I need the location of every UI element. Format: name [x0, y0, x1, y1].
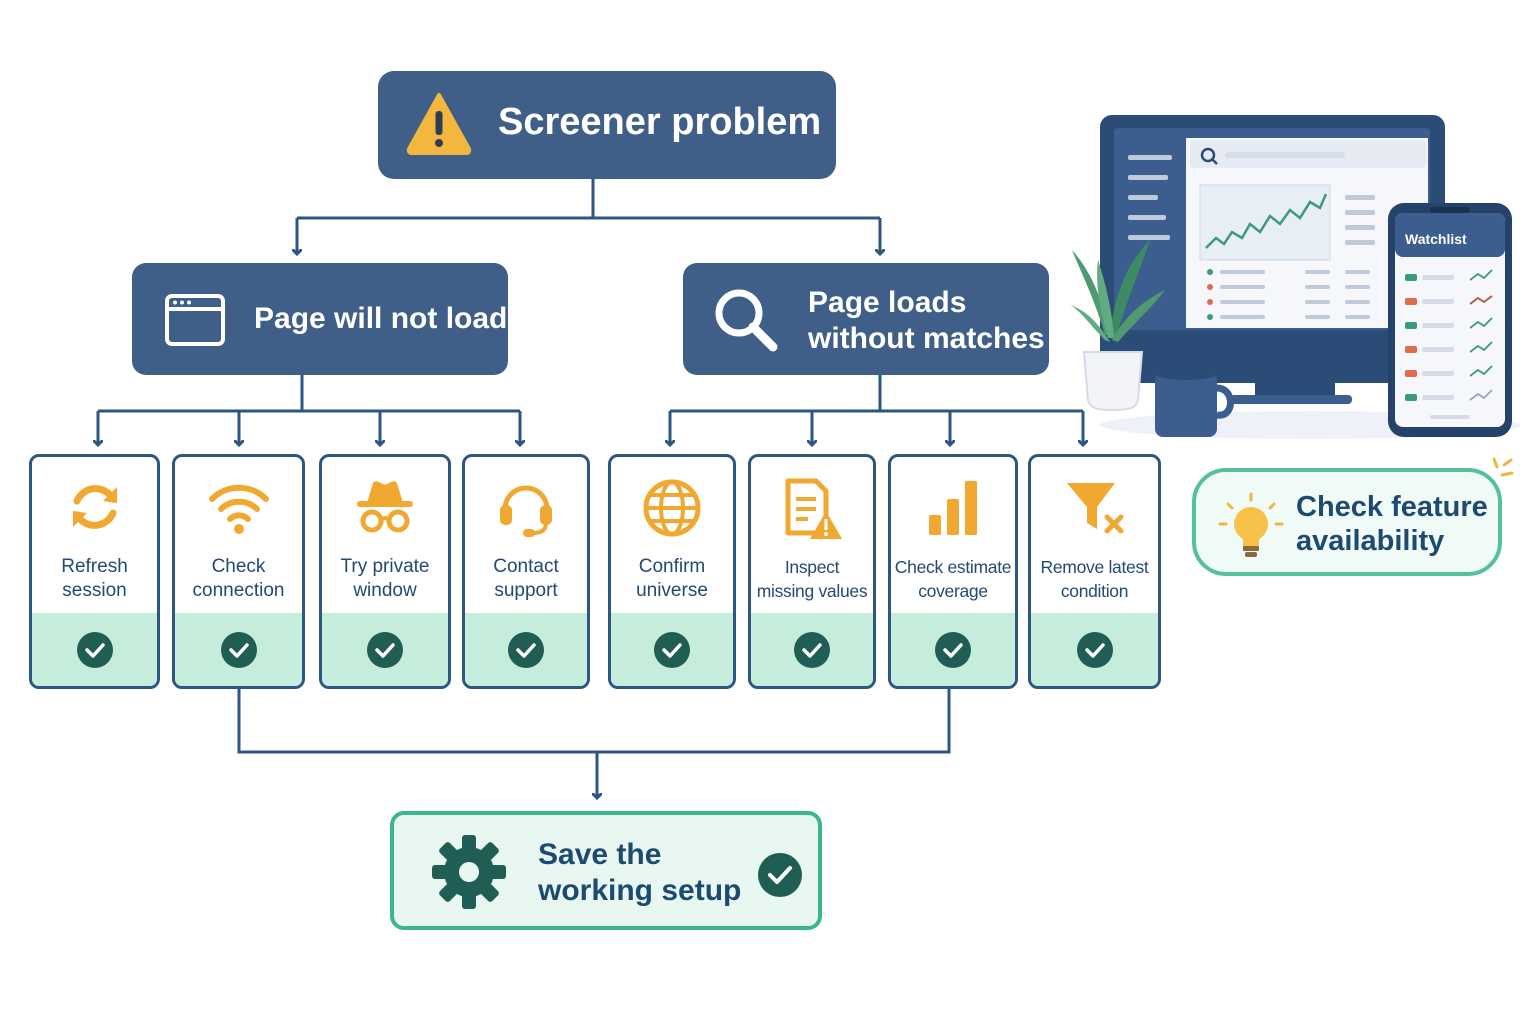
- headset-icon: [500, 485, 552, 537]
- step-card-inspect-missing-values: Inspect missing values: [748, 454, 876, 689]
- step-label: Remove latest condition: [1040, 557, 1149, 601]
- step-label: Contact support: [493, 556, 559, 601]
- dashboard-illustration: [1070, 115, 1520, 439]
- filter-remove-icon: [1066, 483, 1123, 534]
- monitor-icon: [1100, 115, 1445, 404]
- branch-label: Page will not load: [254, 302, 508, 335]
- check-icon: [1076, 632, 1113, 668]
- check-icon: [508, 632, 544, 668]
- step-card-try-private-window: Try private window: [319, 454, 451, 689]
- step-card-refresh-session: Refresh session: [29, 454, 160, 689]
- check-icon: [758, 853, 802, 897]
- phone-icon: [1388, 203, 1512, 437]
- globe-icon: [643, 479, 701, 537]
- result-label: Save the working setup: [538, 838, 742, 907]
- phone-watchlist-title: Watchlist: [1405, 231, 1467, 247]
- connector-root: [297, 179, 880, 220]
- check-icon: [654, 632, 690, 668]
- step-label: Refresh session: [61, 556, 128, 601]
- step-card-confirm-universe: Confirm universe: [608, 454, 736, 689]
- connector-merge: [237, 689, 951, 795]
- browser-window-icon: [164, 293, 226, 352]
- check-icon: [76, 632, 113, 668]
- root-problem: Screener problem: [378, 71, 836, 179]
- step-label: Inspect missing values: [756, 557, 868, 601]
- check-icon: [367, 632, 403, 668]
- check-icon: [220, 632, 257, 668]
- branch-page-loads-without-matches: Page loads without matches: [683, 263, 1049, 375]
- wifi-icon: [208, 484, 269, 534]
- side-note-check-feature-availability: Check feature availability: [1192, 468, 1502, 576]
- connector-left: [98, 375, 520, 413]
- check-icon: [794, 632, 830, 668]
- step-card-remove-latest-condition: Remove latest condition: [1028, 454, 1161, 689]
- connector-right: [670, 375, 1083, 413]
- sparkle-icon: [1492, 457, 1514, 477]
- gear-icon: [430, 833, 508, 916]
- bar-chart-icon: [929, 481, 977, 535]
- branch-label: Page loads without matches: [808, 286, 1045, 355]
- step-label: Confirm universe: [636, 556, 708, 601]
- document-warning-icon: [785, 478, 842, 539]
- step-card-check-connection: Check connection: [172, 454, 305, 689]
- root-label: Screener problem: [498, 101, 822, 143]
- magnifier-icon: [713, 287, 779, 358]
- step-label: Check connection: [192, 556, 285, 601]
- result-save-working-setup: Save the working setup: [390, 811, 822, 930]
- step-card-check-estimate-coverage: Check estimate coverage: [888, 454, 1018, 689]
- step-label: Try private window: [340, 556, 430, 601]
- check-icon: [935, 632, 971, 668]
- step-card-contact-support: Contact support: [462, 454, 590, 689]
- side-note-label: Check feature availability: [1296, 491, 1488, 557]
- warning-icon: [406, 91, 472, 160]
- incognito-icon: [357, 481, 413, 533]
- branch-page-will-not-load: Page will not load: [132, 263, 508, 375]
- refresh-icon: [72, 485, 117, 529]
- lightbulb-icon: [1216, 492, 1286, 567]
- mug-icon: [1155, 368, 1234, 437]
- step-label: Check estimate coverage: [894, 557, 1012, 601]
- plant-icon: [1070, 240, 1165, 412]
